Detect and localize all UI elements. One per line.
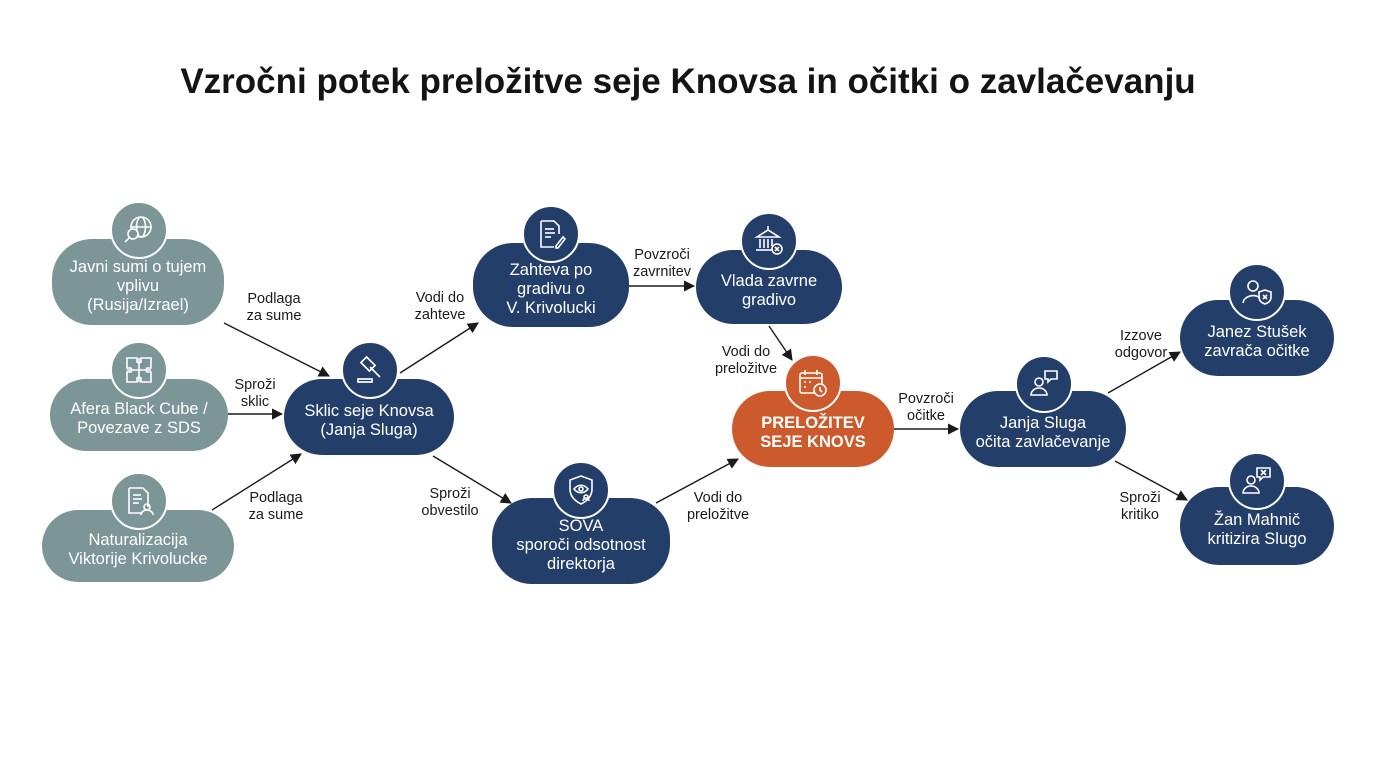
globe-magnifier-icon <box>110 201 168 259</box>
edge-janja-to-janez <box>1107 351 1181 394</box>
person-speech-x-icon <box>1228 452 1286 510</box>
edge-javni-sumi-to-sklic <box>223 322 330 377</box>
document-pen-icon <box>522 205 580 263</box>
edge-label-prelozitev-janja: Povzroči očitke <box>898 391 954 424</box>
edge-janja-to-zan <box>1114 460 1188 501</box>
edge-vlada-to-prelozitev <box>768 325 793 361</box>
gavel-icon <box>341 341 399 399</box>
edge-label-naturalizacija: Podlaga za sume <box>248 490 304 523</box>
node-janez: Janez Stušek zavrača očitke <box>1180 300 1334 376</box>
edge-label-sklic-sova: Sproži obvestilo <box>421 486 479 519</box>
edge-naturalizacija-to-sklic <box>211 453 302 511</box>
edge-label-zahteva-vlada: Povzroči zavrnitev <box>632 247 692 280</box>
edge-label-janja-zan: Sproži kritiko <box>1119 490 1161 523</box>
edge-sova-to-prelozitev <box>655 458 739 504</box>
diagram-title: Vzročni potek preložitve seje Knovsa in … <box>180 62 1196 101</box>
edge-label-black-cube: Sproži sklic <box>234 377 276 410</box>
id-document-person-icon <box>110 472 168 530</box>
node-zan: Žan Mahnič kritizira Slugo <box>1180 487 1334 565</box>
edge-sklic-to-sova <box>432 455 512 504</box>
edge-label-vlada-prelozitev: Vodi do preložitve <box>714 344 778 377</box>
node-javni-sumi: Javni sumi o tujem vplivu (Rusija/Izrael… <box>52 239 224 325</box>
edge-label-janja-janez: Izzove odgovor <box>1114 328 1168 361</box>
edge-label-javni-sumi: Podlaga za sume <box>246 291 302 324</box>
eye-shield-icon <box>552 461 610 519</box>
edge-sklic-to-zahteva <box>399 322 479 374</box>
edge-label-sova-prelozitev: Vodi do preložitve <box>686 490 750 523</box>
government-building-cancel-icon <box>740 212 798 270</box>
person-shield-icon <box>1228 263 1286 321</box>
person-speech-icon <box>1015 355 1073 413</box>
edge-label-sklic-zahteva: Vodi do zahteve <box>414 290 466 323</box>
calendar-clock-icon <box>784 354 842 412</box>
puzzle-icon <box>110 341 168 399</box>
